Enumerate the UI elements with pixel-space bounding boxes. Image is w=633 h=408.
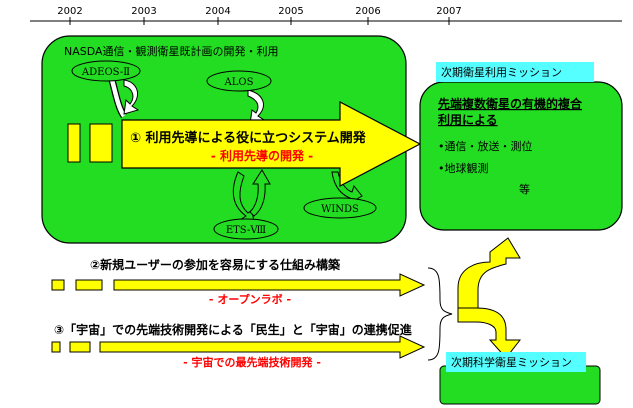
adeos2-curved-arrow — [108, 78, 140, 119]
split-arrow-down — [457, 307, 522, 359]
main-arrow-title: ① 利用先導による役に立つシステム開発 — [130, 130, 367, 146]
ets8-curved-arrow — [232, 169, 271, 223]
year-label: 2002 — [57, 6, 82, 17]
next-mission-heading-line1: 先端複数衛星の有機的複合 — [438, 96, 583, 111]
arrow3 — [99, 335, 426, 359]
science-box-header — [446, 352, 586, 372]
arrow3-title: ③「宇宙」での先端技術開発による「民生」と「宇宙」の連携促進 — [54, 322, 413, 337]
arrow2-dash-1 — [51, 279, 65, 291]
year-label: 2007 — [436, 6, 461, 17]
satellite-alos-label: ALOS — [224, 77, 254, 88]
next-mission-item: •地球観測 — [438, 161, 489, 175]
next-mission-item: •通信・放送・測位 — [438, 139, 533, 153]
satellite-alos — [206, 70, 272, 92]
arrow3-subtitle: - 宇宙での最先端技術開発 - — [183, 355, 321, 369]
science-box-header-text: 次期科学衛星ミッション — [451, 355, 572, 369]
satellite-winds-label: WINDS — [321, 204, 359, 215]
arrow2-subtitle: - オープンラボ - — [209, 292, 291, 306]
main-arrow-subtitle: - 利用先導の開発 - — [211, 148, 313, 163]
next-mission-heading-line2: 利用による — [438, 112, 498, 127]
satellite-winds — [303, 197, 377, 219]
arrow3-dash-2 — [69, 341, 91, 353]
next-mission-etc: 等 — [519, 182, 530, 196]
alos-curved-arrow — [247, 89, 266, 125]
arrow2-title: ②新規ユーザーの参加を容易にする仕組み構築 — [90, 257, 341, 272]
year-label: 2004 — [205, 6, 230, 17]
arrow2 — [113, 273, 426, 297]
arrow3-dash-1 — [51, 341, 61, 353]
timeline: 2002 2003 2004 2005 2006 2007 — [30, 6, 622, 25]
year-label: 2006 — [355, 6, 380, 17]
bracket — [427, 267, 453, 361]
nasda-box-title: NASDA通信・観測衛星既計画の開発・利用 — [64, 44, 279, 58]
next-mission-header — [436, 62, 594, 82]
next-mission-header-text: 次期衛星利用ミッション — [441, 65, 562, 79]
year-label: 2003 — [131, 6, 156, 17]
satellite-adeos2 — [71, 60, 141, 82]
year-label: 2005 — [278, 6, 303, 17]
main-arrow — [121, 101, 422, 187]
split-arrow-up — [457, 237, 521, 315]
main-arrow-dash-2 — [89, 123, 113, 163]
satellite-ets8-label: ETS-Ⅷ — [226, 225, 267, 236]
main-arrow-dash-1 — [67, 123, 81, 163]
arrow2-dash-2 — [75, 279, 103, 291]
satellite-ets8 — [213, 218, 279, 240]
satellite-adeos2-label: ADEOS-Ⅱ — [81, 67, 130, 78]
